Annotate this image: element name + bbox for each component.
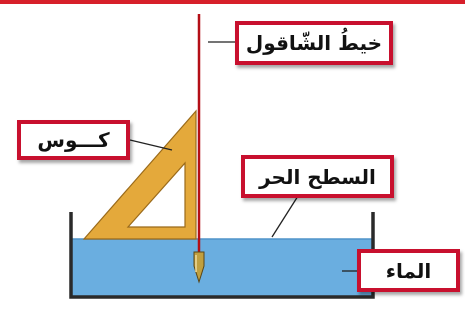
water-body <box>71 239 373 297</box>
top-border-line <box>0 0 465 4</box>
label-plumb-line: خيطُ الشّاقول <box>235 21 393 65</box>
label-free-surface: السطح الحر <box>241 155 394 198</box>
label-water: الماء <box>357 249 460 292</box>
pointer-set-square <box>129 139 173 151</box>
label-set-square: كـــوس <box>17 120 130 160</box>
pointer-free-surface <box>271 195 299 238</box>
set-square <box>82 109 197 240</box>
